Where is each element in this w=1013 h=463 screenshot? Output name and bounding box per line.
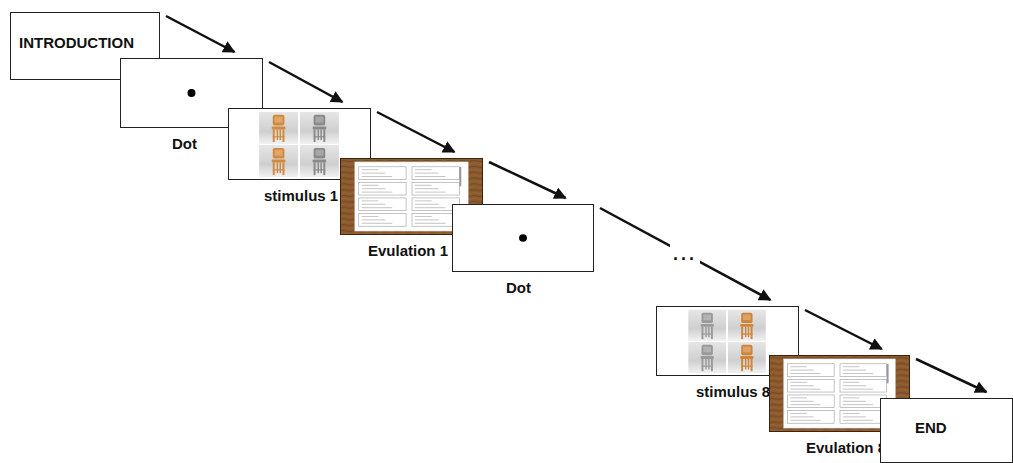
screen-title: END <box>915 419 947 436</box>
flow-arrow <box>805 310 882 349</box>
flow-arrow <box>377 112 454 152</box>
fixation-dot <box>453 205 593 271</box>
screen-caption: stimulus 8 <box>696 383 770 400</box>
flow-arrow <box>166 16 234 52</box>
flow-arrow <box>269 62 342 102</box>
screen-caption: stimulus 1 <box>264 187 338 204</box>
screen-caption: Dot <box>506 279 531 296</box>
flow-arrow <box>489 162 566 198</box>
screen-caption: Evulation 1 <box>368 242 448 259</box>
screen-caption: Dot <box>172 135 197 152</box>
ellipsis-label: ... <box>670 244 700 265</box>
flow-arrow <box>600 208 770 300</box>
screen-caption: Evulation 8 <box>806 439 886 456</box>
fixation-screen: Dot <box>452 204 594 272</box>
flow-arrow <box>916 359 986 392</box>
end-screen: END <box>880 398 1013 463</box>
screen-title: INTRODUCTION <box>19 34 134 51</box>
